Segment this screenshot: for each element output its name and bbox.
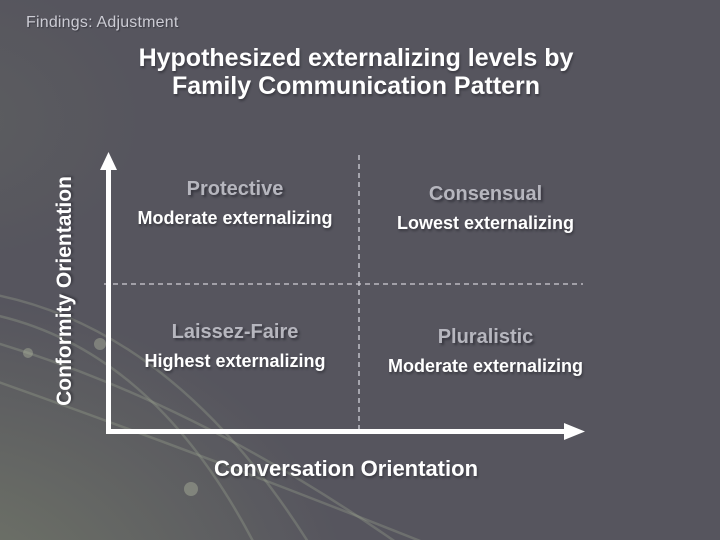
background-swoosh-curves bbox=[0, 294, 422, 540]
slide-title-line1: Hypothesized externalizing levels by bbox=[138, 44, 574, 72]
slide-breadcrumb: Findings: Adjustment bbox=[26, 14, 179, 31]
quadrant-top-right: Consensual Lowest externalizing bbox=[368, 183, 603, 234]
swoosh-dot bbox=[94, 338, 106, 350]
quadrant-bottom-left: Laissez-Faire Highest externalizing bbox=[105, 321, 365, 372]
swoosh-curve bbox=[0, 294, 309, 540]
quadrant-name: Laissez-Faire bbox=[171, 321, 299, 343]
quadrant-value: Lowest externalizing bbox=[396, 213, 575, 233]
slide-title-line2: Family Communication Pattern bbox=[171, 72, 541, 100]
swoosh-curve bbox=[0, 314, 254, 540]
quadrant-value: Moderate externalizing bbox=[137, 208, 333, 228]
quadrant-name: Consensual bbox=[428, 183, 543, 205]
y-axis-arrow-icon bbox=[100, 152, 117, 170]
swoosh-dot bbox=[23, 348, 33, 358]
y-axis-label: Conformity Orientation bbox=[53, 176, 76, 406]
slide-title: Hypothesized externalizing levels by Fam… bbox=[0, 44, 712, 100]
quadrant-value: Highest externalizing bbox=[144, 351, 326, 371]
quadrant-name: Pluralistic bbox=[437, 326, 534, 348]
quadrant-top-left: Protective Moderate externalizing bbox=[105, 178, 365, 229]
x-axis-label: Conversation Orientation bbox=[213, 456, 479, 481]
quadrant-value: Moderate externalizing bbox=[387, 356, 584, 376]
x-axis-arrow-icon bbox=[564, 423, 585, 440]
swoosh-dot bbox=[184, 482, 198, 496]
quadrant-name: Protective bbox=[186, 178, 284, 200]
swoosh-curve bbox=[0, 342, 395, 540]
swoosh-dots bbox=[23, 338, 198, 496]
swoosh-curve bbox=[0, 381, 422, 540]
quadrant-bottom-right: Pluralistic Moderate externalizing bbox=[363, 326, 608, 377]
